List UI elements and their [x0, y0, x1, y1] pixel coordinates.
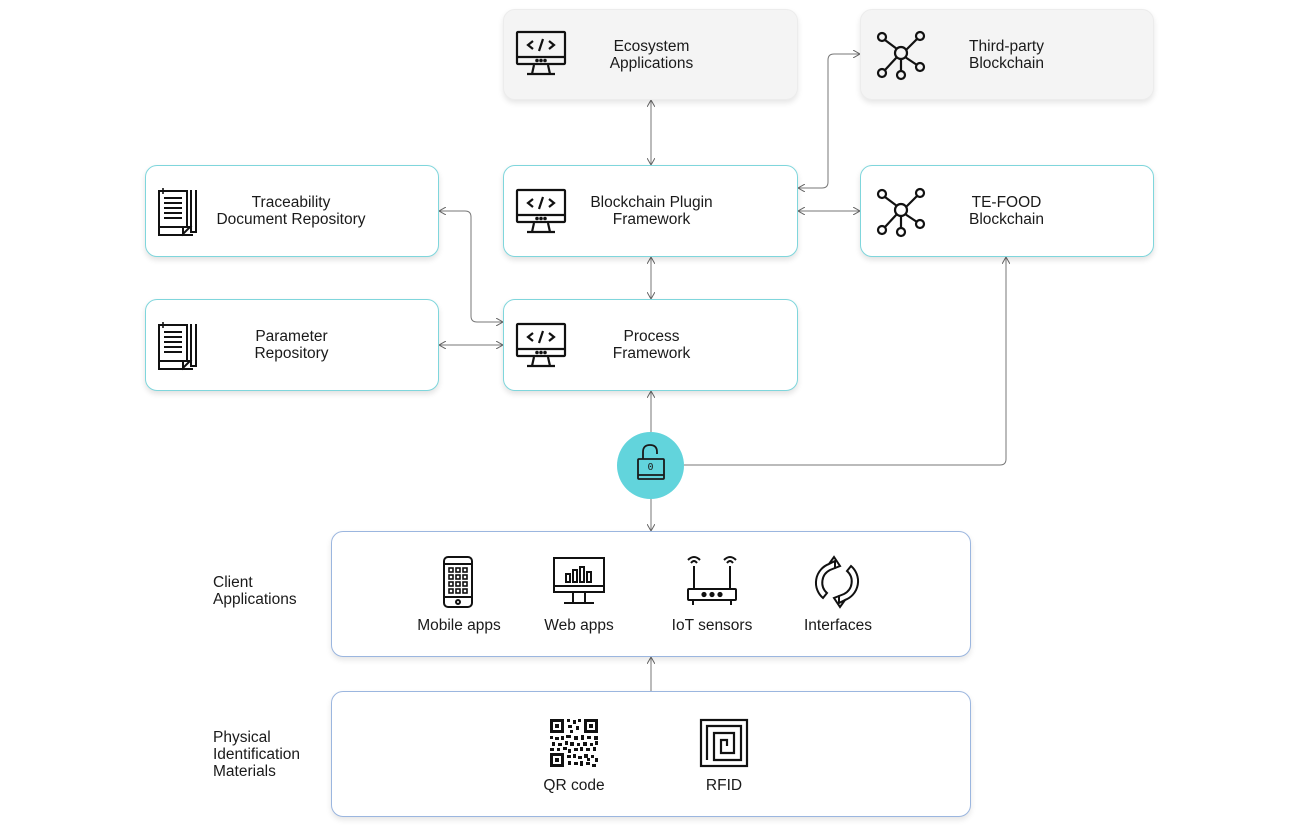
interfaces-label: Interfaces [803, 617, 873, 634]
qr-code-label: QR code [543, 777, 605, 794]
padlock-icon [637, 444, 665, 480]
document-stack-icon [158, 322, 197, 371]
blockchain-network-icon [876, 187, 926, 238]
mobile-apps-label: Mobile apps [417, 617, 501, 634]
rfid-icon [699, 718, 749, 768]
sync-arrows-icon [814, 555, 860, 609]
connector-traceability-process [439, 211, 503, 322]
code-monitor-icon [515, 30, 567, 76]
web-apps-label: Web apps [544, 617, 614, 634]
mobile-phone-icon [443, 556, 473, 608]
qr-code-icon [550, 719, 598, 767]
router-icon [687, 556, 737, 605]
code-monitor-icon [515, 188, 567, 234]
physical-identification-box: QR code RFID [331, 691, 971, 817]
monitor-chart-icon [553, 557, 605, 604]
security-lock-node: 0 [617, 432, 684, 499]
document-stack-icon [158, 188, 197, 237]
iot-sensors-label: IoT sensors [671, 617, 753, 634]
code-monitor-icon [515, 322, 567, 368]
lock-digit: 0 [647, 462, 654, 473]
connector-lock-tefood [684, 257, 1006, 466]
client-applications-box: Mobile apps Web apps IoT sensors Interfa… [331, 531, 971, 657]
blockchain-network-icon [876, 30, 926, 81]
connector-plugin-thirdparty [798, 54, 860, 188]
rfid-label: RFID [705, 777, 743, 794]
